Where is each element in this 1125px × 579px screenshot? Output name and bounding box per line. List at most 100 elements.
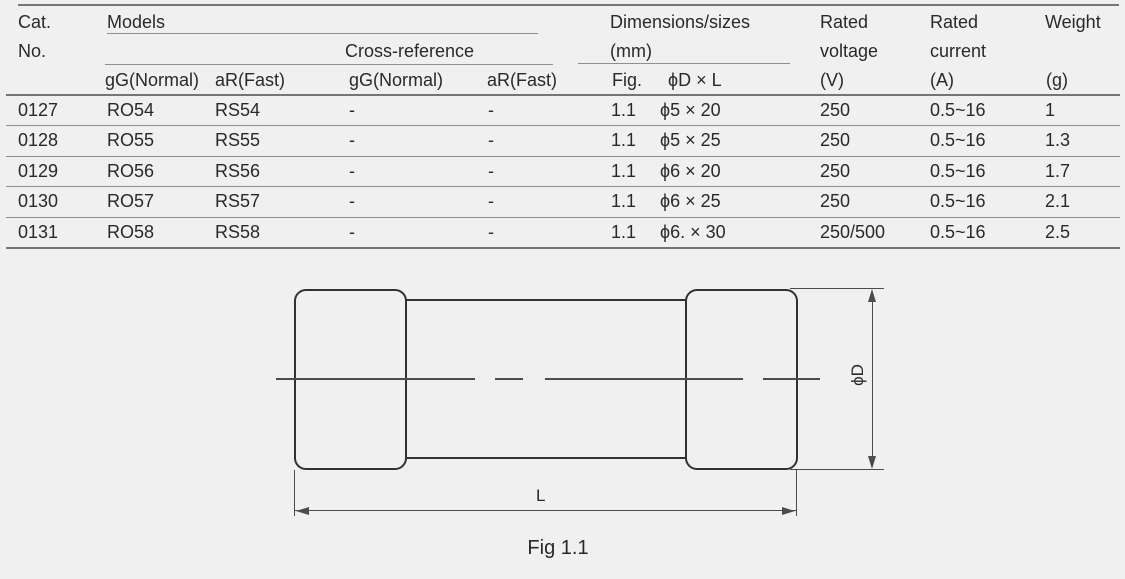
cell-model-ar: RS58 [215, 221, 261, 242]
cell-crossref-gg: - [349, 130, 355, 151]
col-header-rated-current-line1: Rated [930, 12, 979, 32]
cell-weight: 1.3 [1045, 130, 1071, 151]
col-header-fig: Fig. [612, 70, 643, 90]
length-dimension-label: L [536, 486, 546, 505]
cell-fig: 1.1 [611, 130, 637, 151]
cell-rated-voltage: 250 [820, 100, 851, 120]
dim-line-diameter [871, 292, 873, 466]
cell-crossref-gg: - [349, 221, 355, 242]
col-header-ar-fast-models: aR(Fast) [215, 70, 286, 90]
col-header-gg-normal-models: gG(Normal) [105, 70, 200, 90]
arrowhead-up-icon [868, 289, 876, 302]
cell-model-ar: RS57 [215, 191, 261, 212]
cell-rated-voltage: 250 [820, 130, 851, 151]
table-row: 0127 RO54 RS54 - - 1.1 ϕ5 × 20 250 0.5~1… [6, 96, 1120, 127]
cell-model-gg: RO57 [107, 191, 155, 212]
cell-rated-voltage: 250 [820, 160, 851, 181]
cell-cat-no: 0127 [18, 100, 59, 120]
cell-fig: 1.1 [611, 160, 637, 181]
col-header-gg-normal-crossref: gG(Normal) [349, 70, 444, 90]
fuse-right-cap [685, 289, 798, 470]
center-line-segment [276, 378, 475, 380]
figure-caption: Fig 1.1 [527, 537, 589, 559]
cell-rated-current: 0.5~16 [930, 100, 986, 120]
cell-cat-no: 0128 [18, 130, 59, 151]
cell-dimensions: ϕ5 × 25 [660, 130, 721, 151]
dim-extension-bottom [790, 469, 884, 471]
cell-model-gg: RO55 [107, 130, 155, 151]
fuse-body-bottom-edge [406, 457, 686, 459]
cell-model-gg: RO54 [107, 100, 155, 120]
cell-crossref-ar: - [488, 221, 494, 242]
dim-extension-top [790, 288, 884, 290]
cell-crossref-ar: - [488, 160, 494, 181]
cell-dimensions: ϕ6 × 20 [660, 160, 721, 181]
arrowhead-right-icon [782, 507, 795, 515]
col-header-rated-current-unit: (A) [930, 70, 954, 90]
cell-weight: 1 [1045, 100, 1056, 120]
col-header-weight: Weight [1045, 12, 1101, 32]
fuse-body-top-edge [406, 299, 686, 301]
cell-rated-current: 0.5~16 [930, 191, 986, 212]
col-header-rated-current-line2: current [930, 41, 987, 61]
dim-extension-right [796, 470, 798, 516]
table-row: 0131 RO58 RS58 - - 1.1 ϕ6. × 30 250/500 … [6, 218, 1120, 249]
cell-dimensions: ϕ5 × 20 [660, 100, 721, 120]
cell-weight: 2.5 [1045, 221, 1071, 242]
cell-crossref-ar: - [488, 191, 494, 212]
table-top-border [18, 4, 1119, 6]
cell-fig: 1.1 [611, 221, 637, 242]
col-header-cat-line1: Cat. [18, 12, 52, 32]
cell-cat-no: 0130 [18, 191, 59, 212]
cell-fig: 1.1 [611, 100, 637, 120]
col-header-cat-line2: No. [18, 41, 47, 61]
center-line-segment [545, 378, 743, 380]
cell-crossref-gg: - [349, 160, 355, 181]
table-row: 0129 RO56 RS56 - - 1.1 ϕ6 × 20 250 0.5~1… [6, 157, 1120, 188]
col-header-rated-voltage-line2: voltage [820, 41, 879, 61]
diameter-dimension-label: ϕD [848, 364, 867, 386]
cell-model-ar: RS54 [215, 100, 261, 120]
col-header-rated-voltage-line1: Rated [820, 12, 869, 32]
table-row: 0128 RO55 RS55 - - 1.1 ϕ5 × 25 250 0.5~1… [6, 126, 1120, 157]
cell-crossref-ar: - [488, 100, 494, 120]
col-header-rated-voltage-unit: (V) [820, 70, 844, 90]
col-group-dimensions-line2: (mm) [610, 41, 652, 61]
table-row: 0130 RO57 RS57 - - 1.1 ϕ6 × 25 250 0.5~1… [6, 187, 1120, 218]
fuse-left-cap [294, 289, 407, 470]
models-group-underline [107, 33, 538, 34]
cell-crossref-gg: - [349, 100, 355, 120]
cell-weight: 1.7 [1045, 160, 1071, 181]
dimensions-group-underline [578, 63, 790, 64]
dim-extension-left [294, 470, 296, 516]
cell-model-gg: RO58 [107, 221, 155, 242]
crossref-group-underline [105, 64, 553, 65]
cell-rated-current: 0.5~16 [930, 221, 986, 242]
cell-cat-no: 0129 [18, 160, 59, 181]
cell-rated-voltage: 250 [820, 191, 851, 212]
cell-weight: 2.1 [1045, 191, 1071, 212]
cell-cat-no: 0131 [18, 221, 59, 242]
cell-model-gg: RO56 [107, 160, 155, 181]
dim-line-length [294, 510, 797, 512]
cell-crossref-ar: - [488, 130, 494, 151]
cell-crossref-gg: - [349, 191, 355, 212]
cell-model-ar: RS55 [215, 130, 261, 151]
arrowhead-left-icon [296, 507, 309, 515]
cell-dimensions: ϕ6. × 30 [660, 221, 726, 242]
col-header-diameter-length: ϕD × L [668, 70, 722, 90]
cell-rated-current: 0.5~16 [930, 130, 986, 151]
cell-rated-current: 0.5~16 [930, 160, 986, 181]
cell-rated-voltage: 250/500 [820, 221, 886, 242]
cell-fig: 1.1 [611, 191, 637, 212]
col-header-ar-fast-crossref: aR(Fast) [487, 70, 558, 90]
col-group-models: Models [107, 12, 166, 32]
table-body: 0127 RO54 RS54 - - 1.1 ϕ5 × 20 250 0.5~1… [6, 96, 1120, 249]
center-line-segment [495, 378, 523, 380]
cell-model-ar: RS56 [215, 160, 261, 181]
center-line-segment [763, 378, 820, 380]
col-header-weight-unit: (g) [1046, 70, 1068, 90]
col-group-cross-reference: Cross-reference [345, 41, 475, 61]
arrowhead-down-icon [868, 456, 876, 469]
